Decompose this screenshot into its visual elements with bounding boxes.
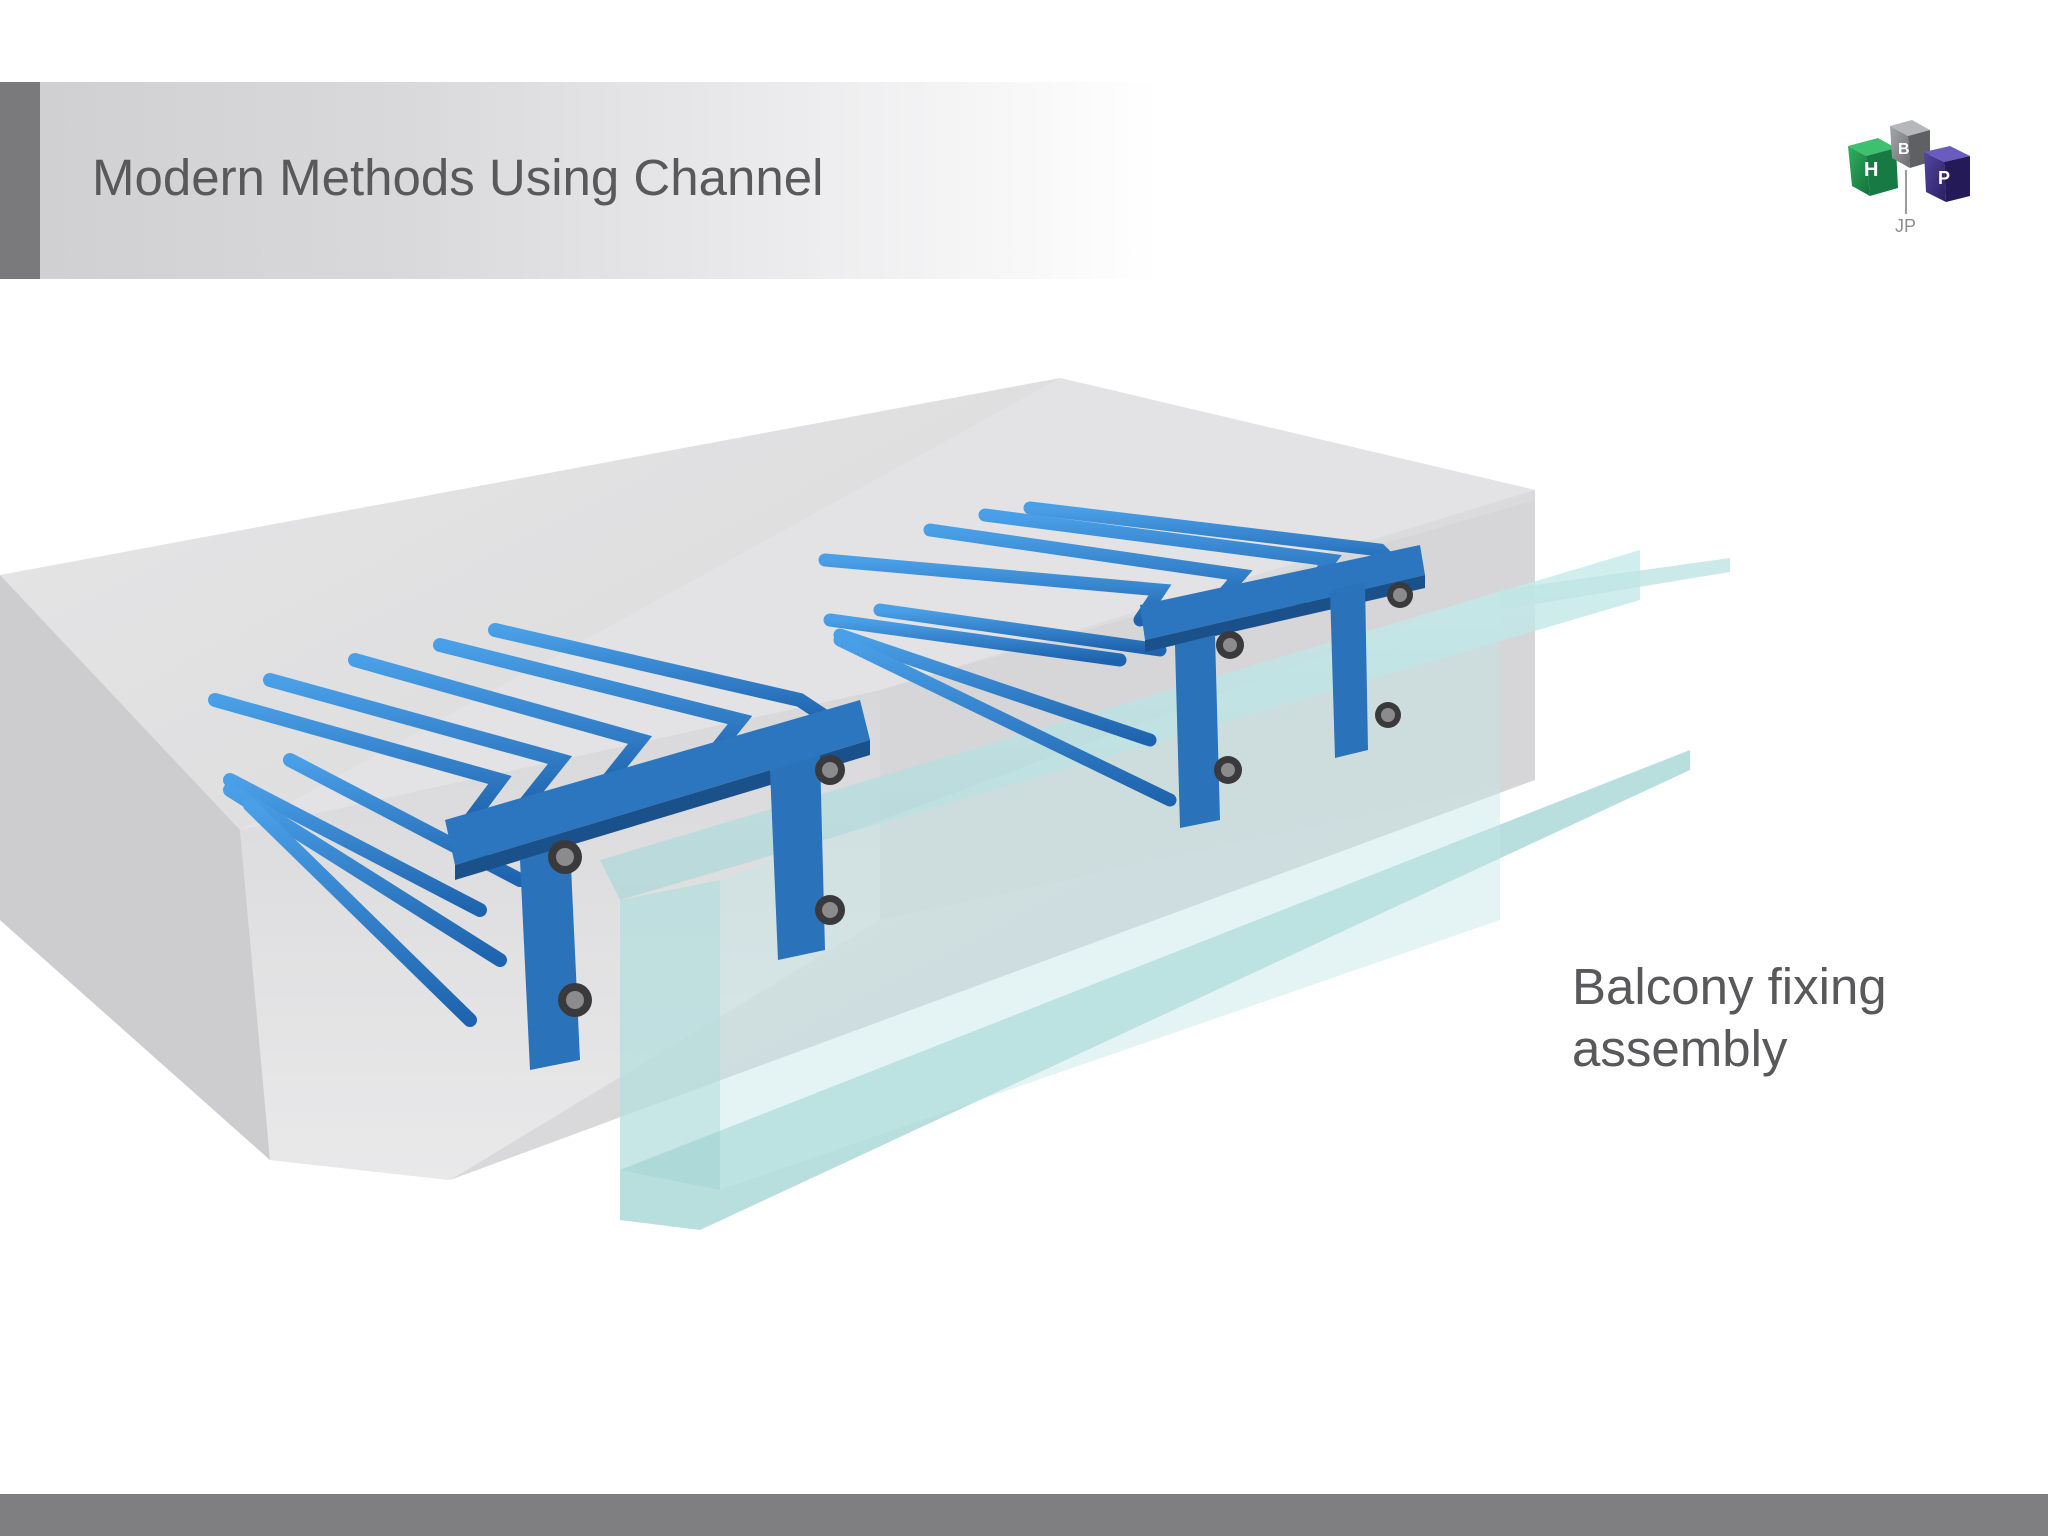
svg-text:H: H (1864, 159, 1878, 181)
svg-text:JP: JP (1895, 216, 1916, 236)
footer-bar (0, 1494, 2048, 1536)
slide-title: Modern Methods Using Channel (92, 149, 824, 206)
logo-cube-right: P (1924, 146, 1970, 202)
channel-frame-right (1140, 545, 1425, 828)
logo-cube-left: H (1848, 138, 1898, 196)
channel-frame-left (445, 700, 870, 1070)
title-band (0, 82, 1160, 279)
caption-line-1: Balcony fixing (1572, 958, 1887, 1015)
svg-text:P: P (1938, 168, 1950, 188)
anchor-rods-left (208, 623, 837, 1027)
slide-caption: Balcony fixing assembly (1572, 956, 1887, 1080)
caption-line-2: assembly (1572, 1020, 1788, 1077)
balcony-fixing-illustration (0, 378, 1730, 1230)
svg-text:B: B (1898, 141, 1910, 158)
company-logo: H B P JP (1848, 120, 1970, 236)
title-accent-bar (0, 82, 40, 279)
